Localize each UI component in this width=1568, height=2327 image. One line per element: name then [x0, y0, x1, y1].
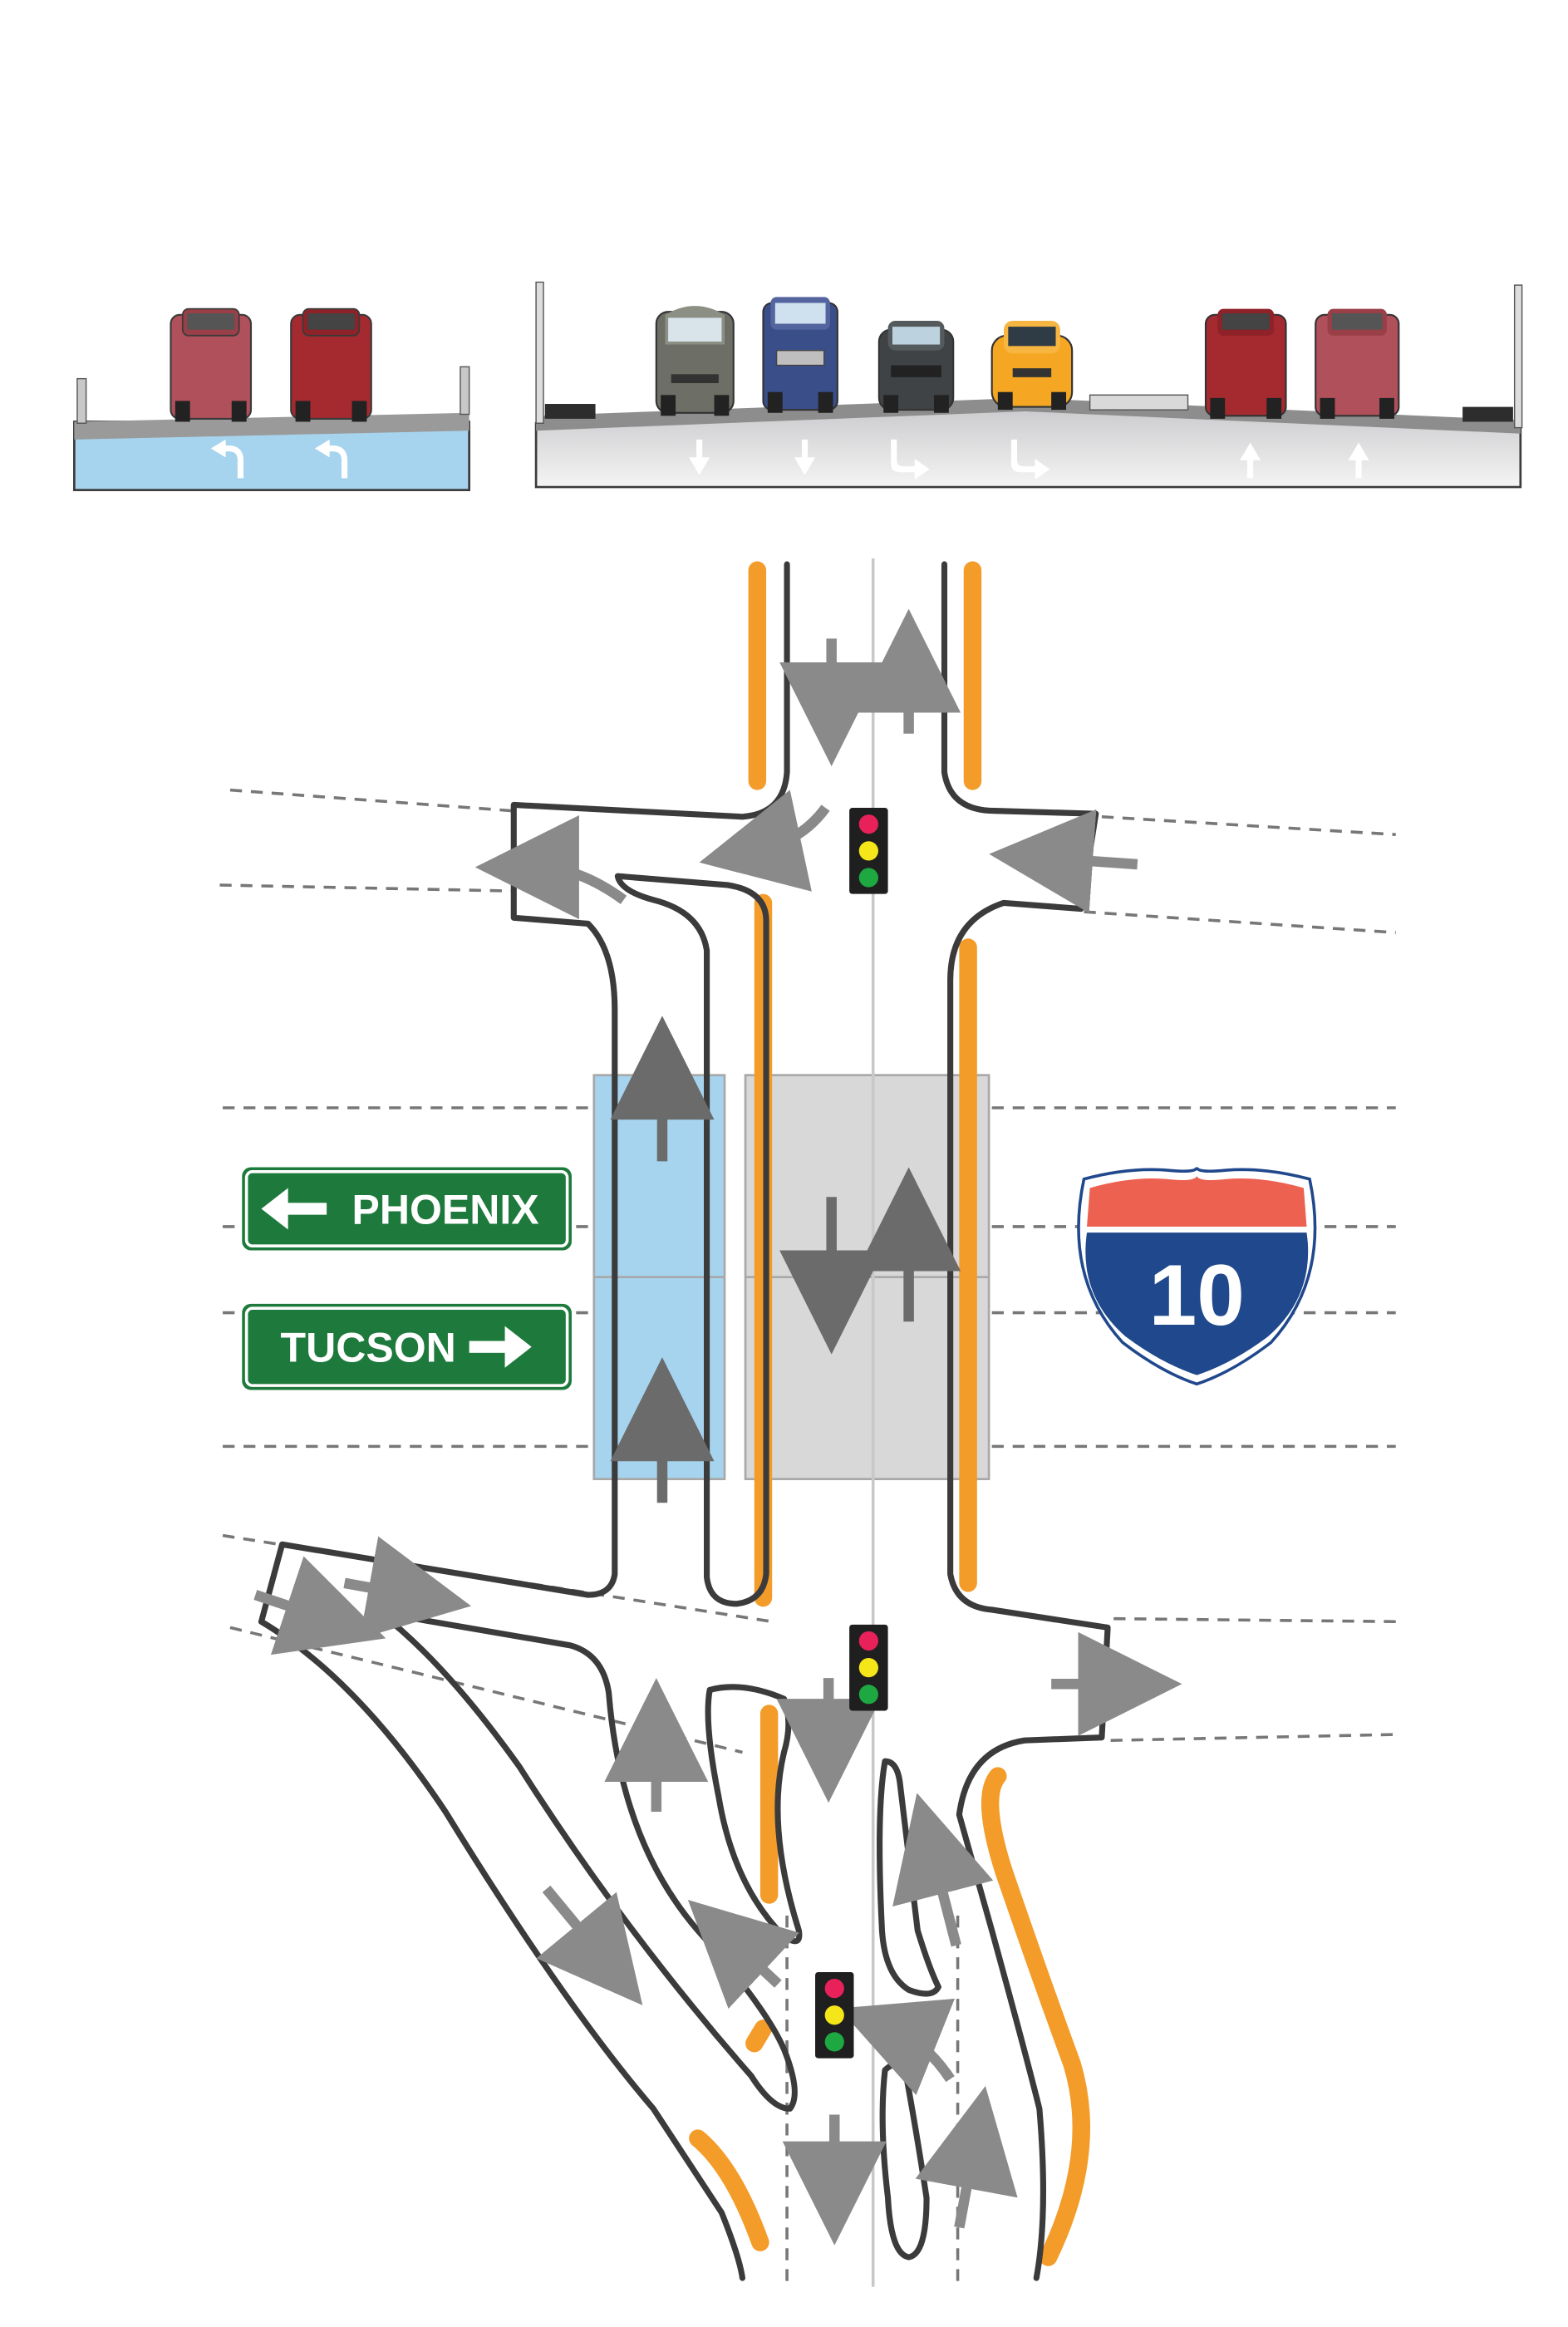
left-arrow-icon [261, 1188, 327, 1230]
compact-car-icon [990, 320, 1074, 411]
up-arrow-icon [1240, 442, 1261, 479]
pickup-truck-icon [170, 307, 253, 422]
down-arrow-icon [794, 439, 816, 475]
merge-arrow-icon [687, 1899, 799, 2010]
southbound-ramp-arrow-icon [536, 1885, 643, 2005]
phoenix-label: PHOENIX [352, 1186, 539, 1232]
down-arrow-icon [689, 439, 710, 475]
right-turn-flow-arrow-icon [838, 1998, 956, 2096]
right-turn-arrow-icon [1010, 439, 1050, 480]
traffic-signal-icon [849, 808, 888, 894]
right-turn-arrow-icon [891, 439, 930, 480]
interstate-shield-icon: 10 [1077, 1166, 1317, 1386]
northbound-ramp-arrow-icon [892, 1793, 994, 1947]
westbound-arrow-icon [474, 815, 627, 920]
left-turn-bridge-section [73, 307, 471, 492]
left-turn-flow-arrow-icon [699, 790, 830, 892]
main-road-section [534, 281, 1523, 489]
van-icon [655, 306, 735, 416]
on-ramp-arrow-icon [343, 1536, 472, 1639]
northbound-ramp-arrow-icon [915, 2085, 1018, 2229]
up-arrow-icon [1348, 442, 1369, 479]
pickup-truck-icon [1204, 308, 1287, 419]
left-turn-arrow-icon [320, 445, 348, 479]
left-turn-arrow-icon [216, 445, 244, 479]
pickup-truck-icon [1315, 308, 1400, 419]
pickup-truck-icon [290, 307, 372, 422]
right-arrow-icon [469, 1326, 532, 1368]
suv-icon [877, 320, 955, 413]
traffic-signal-icon [849, 1624, 888, 1711]
eastbound-ramp-arrow-icon [989, 809, 1138, 913]
tucson-label: TUCSON [281, 1325, 456, 1371]
freeway-dashed-lines [219, 788, 1396, 2287]
traffic-signal-icon [815, 1971, 854, 2059]
traffic-arrows [253, 608, 1182, 2246]
phoenix-sign: PHOENIX [242, 1167, 572, 1251]
tucson-sign: TUCSON [242, 1303, 572, 1390]
on-ramp-arrow-icon [253, 1556, 386, 1655]
interstate-number: 10 [1149, 1247, 1245, 1343]
pickup-truck-icon [762, 297, 838, 413]
